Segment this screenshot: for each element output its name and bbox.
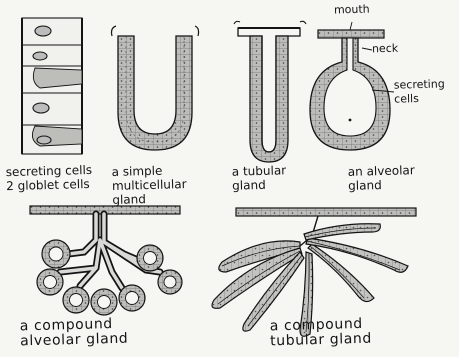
alveolar-gland-caption: an alveolar gland xyxy=(348,163,416,193)
alveolar-gland-caption-line2: gland xyxy=(348,177,415,193)
secreting-cells-label-line2: cells xyxy=(394,91,445,106)
simple-gland-caption: a simple multicellular gland xyxy=(111,163,187,207)
goblet-cells-caption: secreting cells 2 globlet cells xyxy=(6,163,93,193)
simple-multicellular-gland xyxy=(112,26,199,150)
tubular-gland-caption-line2: gland xyxy=(232,177,287,192)
compound-tubular-caption: a compound tubular gland xyxy=(270,317,372,350)
mouth-label: mouth xyxy=(334,3,370,18)
simple-gland-caption-line2: multicellular xyxy=(112,177,187,193)
compound-alveolar-caption: a compound alveolar gland xyxy=(20,317,129,350)
alveolar-gland-caption-line1: an alveolar xyxy=(348,163,415,179)
tubular-gland-caption: a tubular gland xyxy=(232,163,287,192)
tubular-gland-caption-line1: a tubular xyxy=(232,163,287,178)
secreting-cells-label: secreting cells xyxy=(394,77,446,106)
goblet-cell-epithelium xyxy=(22,18,82,154)
compound-alveolar-gland xyxy=(30,206,182,315)
simple-gland-caption-line3: gland xyxy=(112,191,187,207)
secreting-cells-label-line1: secreting xyxy=(394,77,445,92)
compound-alveolar-caption-line2: alveolar gland xyxy=(20,332,128,350)
tubular-gland xyxy=(234,21,306,162)
compound-tubular-caption-line2: tubular gland xyxy=(270,332,372,350)
goblet-cells-caption-line2: 2 globlet cells xyxy=(6,177,93,193)
goblet-cell-top xyxy=(33,68,82,88)
neck-label: neck xyxy=(372,42,399,57)
